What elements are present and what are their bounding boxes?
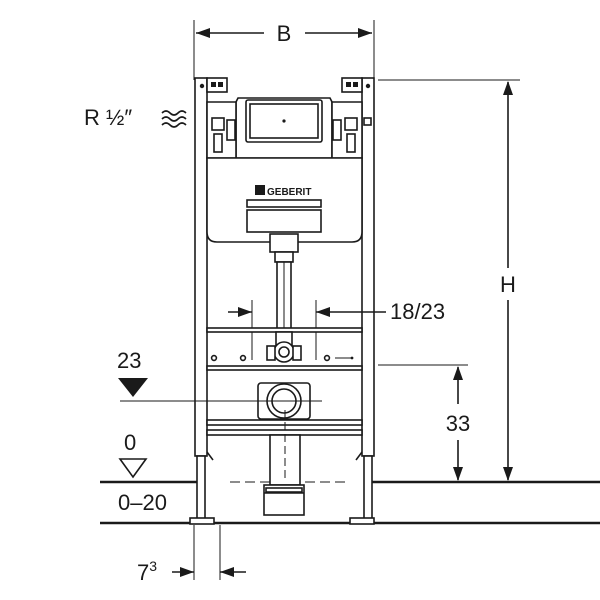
floor-range-label: 0–20 [118, 490, 167, 515]
floor-lines [100, 480, 600, 525]
width-label: B [277, 21, 292, 46]
dimension-33: 33 [378, 364, 470, 481]
mounting-bar [206, 327, 363, 371]
pipe-spacing-dimension: 18/23 [228, 299, 445, 360]
flush-pipe [274, 251, 294, 335]
brand-logo: GEBERIT [267, 187, 311, 198]
dimension-7-3: 73 [137, 525, 246, 585]
level-0-label: 0 [124, 430, 136, 455]
connection-label: R ½″ [84, 105, 132, 130]
drain-connection [206, 382, 363, 516]
dimension-33-label: 33 [446, 411, 470, 436]
level-0-marker: 0 [118, 430, 148, 483]
dimension-7-label: 73 [137, 558, 157, 585]
pipe-spacing-label: 18/23 [390, 299, 445, 324]
cistern: GEBERIT [206, 97, 372, 253]
height-label: H [500, 272, 516, 297]
water-connection: R ½″ [84, 105, 187, 130]
width-dimension: B [193, 20, 375, 80]
frame-posts [189, 77, 375, 525]
level-23-label: 23 [117, 348, 141, 373]
height-dimension: H [378, 79, 520, 481]
level-23-marker: 23 [117, 348, 148, 397]
